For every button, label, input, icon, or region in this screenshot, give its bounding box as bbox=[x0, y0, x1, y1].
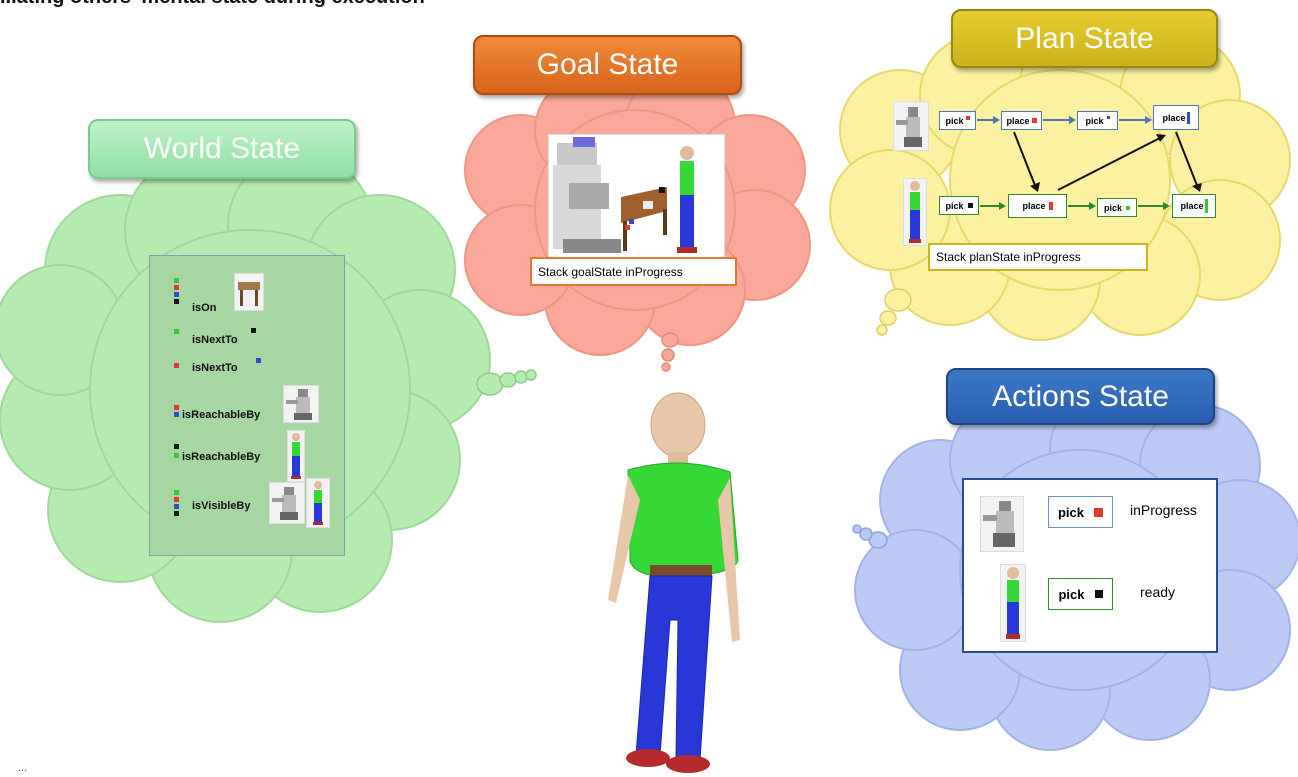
actions-state-panel: pick inProgress pick ready bbox=[962, 478, 1218, 653]
cube-black-icon bbox=[174, 444, 179, 449]
cube-red-icon bbox=[174, 405, 179, 410]
cube-red-icon bbox=[174, 363, 179, 368]
relation-is-reachable-by-human: isReachableBy bbox=[182, 451, 261, 463]
cube-black-icon bbox=[1094, 590, 1103, 598]
cube-blue-icon bbox=[174, 292, 179, 297]
human-icon bbox=[306, 478, 330, 528]
goal-cloud-bubbles bbox=[661, 332, 679, 372]
cube-red-icon bbox=[1094, 507, 1103, 517]
plan-step-label: place bbox=[1180, 201, 1204, 211]
cube-blue-icon bbox=[256, 358, 261, 363]
plan-cloud-bubbles bbox=[876, 288, 912, 336]
cube-stack-icon bbox=[1186, 111, 1190, 124]
plan-human-step-3: pick bbox=[1097, 198, 1137, 217]
world-state-panel: isOn isNextTo isNextTo isReachableBy isR… bbox=[149, 255, 345, 556]
plan-step-label: place bbox=[1022, 201, 1046, 211]
plan-status-box: Stack planState inProgress bbox=[928, 243, 1148, 271]
plan-arrowheads bbox=[993, 116, 1202, 210]
cube-red-icon bbox=[1031, 118, 1037, 123]
plan-arrows bbox=[977, 119, 1199, 207]
goal-status-box: Stack goalState inProgress bbox=[530, 257, 737, 286]
goal-state-title: Goal State bbox=[473, 35, 742, 95]
plan-state-title: Plan State bbox=[951, 9, 1218, 68]
action-box-robot: pick bbox=[1048, 496, 1113, 528]
action-box-human: pick bbox=[1048, 578, 1113, 610]
action-label: pick bbox=[1057, 504, 1084, 520]
world-cloud-bubbles bbox=[476, 369, 537, 396]
plan-step-label: pick bbox=[945, 200, 964, 211]
cube-black-icon bbox=[174, 299, 179, 304]
cube-red-icon bbox=[174, 497, 179, 502]
relation-is-reachable-by-robot: isReachableBy bbox=[182, 409, 261, 421]
plan-human-step-1: pick bbox=[939, 196, 979, 215]
plan-robot-step-3: pick bbox=[1077, 111, 1118, 130]
plan-step-label: pick bbox=[1103, 202, 1122, 213]
plan-robot-step-1: pick bbox=[939, 111, 976, 130]
action-status-robot: inProgress bbox=[1130, 502, 1197, 518]
cube-green-icon bbox=[174, 490, 179, 495]
robot-icon bbox=[283, 385, 319, 423]
plan-robot-step-2: place bbox=[1001, 111, 1042, 130]
human-icon bbox=[903, 178, 927, 246]
relation-is-visible-by: isVisibleBy bbox=[192, 500, 251, 512]
relation-is-next-to-2: isNextTo bbox=[192, 362, 238, 374]
cube-green-icon bbox=[174, 278, 179, 283]
plan-human-step-4: place bbox=[1172, 194, 1216, 218]
plan-step-label: pick bbox=[1085, 115, 1104, 126]
plan-step-label: place bbox=[1006, 115, 1030, 126]
action-label: pick bbox=[1058, 586, 1085, 602]
cube-green-icon bbox=[174, 329, 179, 334]
page-title: ...ating others' mental state during exe… bbox=[0, 0, 425, 9]
goal-scene-image bbox=[548, 134, 725, 258]
cube-stack-icon bbox=[1204, 199, 1208, 213]
table-icon bbox=[234, 273, 264, 311]
footer-text: ... bbox=[18, 762, 28, 774]
cube-black-icon bbox=[967, 203, 973, 208]
actions-state-title: Actions State bbox=[946, 368, 1215, 425]
robot-icon bbox=[269, 482, 305, 524]
world-state-title: World State bbox=[88, 119, 356, 179]
cube-blue-icon bbox=[1106, 116, 1110, 119]
cube-blue-icon bbox=[174, 412, 179, 417]
cube-green-icon bbox=[174, 453, 179, 458]
plan-step-label: place bbox=[1162, 112, 1186, 123]
human-figure bbox=[608, 392, 740, 773]
cube-green-icon bbox=[1126, 205, 1130, 210]
cube-black-icon bbox=[174, 511, 179, 516]
cube-stack-icon bbox=[1048, 202, 1053, 210]
relation-is-next-to-1: isNextTo bbox=[192, 334, 238, 346]
robot-icon bbox=[893, 101, 929, 151]
plan-robot-step-4: place bbox=[1153, 105, 1199, 130]
cube-black-icon bbox=[251, 328, 256, 333]
human-icon bbox=[287, 430, 305, 482]
human-icon bbox=[1000, 564, 1026, 642]
cube-red-icon bbox=[965, 115, 970, 120]
actions-cloud-bubbles bbox=[852, 524, 888, 549]
plan-step-label: pick bbox=[945, 115, 964, 126]
cube-red-icon bbox=[174, 285, 179, 290]
action-status-human: ready bbox=[1140, 584, 1176, 600]
relation-is-on: isOn bbox=[192, 302, 217, 314]
robot-icon bbox=[980, 496, 1024, 552]
cube-blue-icon bbox=[174, 504, 179, 509]
plan-human-step-2: place bbox=[1008, 194, 1067, 218]
